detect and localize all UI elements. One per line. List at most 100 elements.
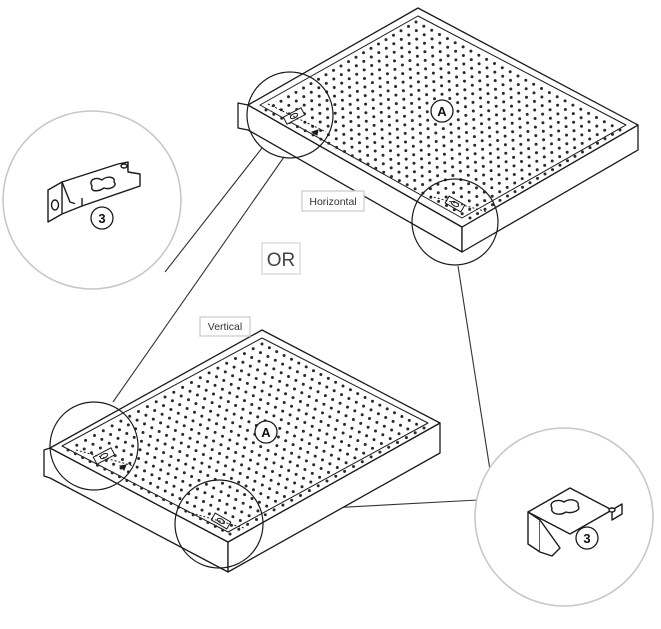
pegboard-hole: [273, 358, 277, 362]
pegboard-hole: [228, 485, 232, 489]
pegboard-hole: [441, 127, 445, 131]
horizontal-label: Horizontal: [309, 196, 356, 208]
pegboard-hole: [482, 182, 486, 185]
pegboard-hole: [595, 133, 599, 137]
pegboard-hole: [370, 64, 374, 67]
pegboard-hole: [175, 467, 179, 471]
pegboard-hole: [388, 123, 391, 127]
pegboard-hole: [374, 158, 377, 162]
pegboard-hole: [280, 116, 284, 120]
pegboard-hole: [137, 457, 141, 460]
pegboard-hole: [396, 136, 400, 140]
pegboard-hole: [382, 424, 386, 428]
pegboard-hole: [388, 437, 392, 441]
pegboard-hole: [213, 383, 217, 387]
pegboard-hole: [387, 106, 391, 110]
pegboard-hole: [335, 145, 339, 149]
pegboard-hole: [348, 388, 352, 392]
pegboard-hole: [493, 62, 496, 65]
pegboard-hole: [348, 102, 352, 106]
pegboard-hole: [518, 125, 522, 129]
pegboard-hole: [282, 354, 286, 357]
pegboard-hole: [315, 399, 318, 402]
pegboard-hole: [380, 136, 384, 140]
pegboard-hole: [455, 84, 459, 87]
pegboard-hole: [405, 174, 409, 178]
pegboard-hole: [449, 122, 453, 126]
pegboard-hole: [549, 133, 553, 137]
pegboard-hole: [517, 108, 521, 112]
pegboard-hole: [156, 438, 160, 442]
pegboard-hole: [151, 417, 155, 421]
pegboard-hole: [304, 365, 308, 369]
pegboard-hole: [256, 509, 260, 513]
pegboard-hole: [458, 152, 462, 156]
pegboard-hole: [241, 360, 245, 364]
pegboard-hole: [373, 132, 376, 136]
pegboard-hole: [191, 513, 195, 517]
pegboard-hole: [300, 485, 304, 489]
pegboard-hole: [465, 131, 468, 134]
pegboard-hole: [356, 439, 360, 443]
pegboard-hole: [249, 505, 252, 509]
pegboard-hole: [496, 147, 500, 151]
pegboard-hole: [431, 54, 435, 58]
pegboard-hole: [434, 122, 437, 126]
pegboard-hole: [334, 128, 338, 132]
pegboard-hole: [447, 79, 451, 83]
pegboard-hole: [394, 85, 398, 88]
pegboard-hole: [411, 144, 415, 148]
pegboard-hole: [439, 58, 443, 62]
pegboard-hole: [340, 393, 343, 397]
panel-inner-frame: [259, 15, 627, 219]
pegboard-hole: [509, 87, 513, 91]
pegboard-hole: [572, 137, 576, 141]
pegboard-hole: [466, 173, 470, 177]
pegboard-hole: [443, 161, 447, 165]
part-label-a: A: [437, 104, 447, 119]
pegboard-hole: [234, 498, 238, 501]
pegboard-hole: [318, 120, 322, 124]
pegboard-hole: [431, 63, 435, 66]
pegboard-hole: [267, 346, 271, 350]
pegboard-hole: [469, 49, 473, 53]
pegboard-hole: [184, 509, 188, 513]
pegboard-hole: [354, 64, 358, 68]
pegboard-hole: [168, 416, 171, 420]
detail-circle-left: 3: [2, 110, 182, 290]
pegboard-hole: [396, 153, 400, 157]
pegboard-hole: [310, 377, 314, 381]
pegboard-hole: [404, 140, 407, 144]
pegboard-hole: [219, 490, 223, 494]
pegboard-hole: [395, 127, 399, 131]
pegboard-hole: [90, 451, 93, 455]
pegboard-hole: [396, 144, 400, 148]
pegboard-hole: [229, 429, 233, 433]
pegboard-hole: [436, 174, 440, 178]
pegboard-hole: [403, 123, 407, 127]
pegboard-hole: [510, 121, 514, 125]
pegboard-hole: [203, 397, 207, 401]
pegboard-hole: [301, 429, 305, 433]
pegboard-hole: [153, 409, 157, 412]
pegboard-hole: [542, 146, 546, 150]
pegboard-hole: [349, 128, 353, 132]
pegboard-hole: [438, 41, 442, 45]
pegboard-hole: [371, 106, 375, 110]
pegboard-hole: [400, 63, 404, 67]
pegboard-hole: [221, 434, 224, 438]
pegboard-hole: [259, 445, 263, 449]
pegboard-hole: [387, 445, 391, 449]
pegboard-holes-horizontal: [264, 20, 622, 220]
pegboard-hole: [221, 481, 224, 485]
pegboard-panel-horizontal: [237, 7, 639, 253]
part-label-a: A: [261, 425, 271, 440]
pegboard-hole: [436, 182, 440, 186]
pegboard-hole: [502, 109, 506, 112]
pegboard-hole: [540, 95, 544, 99]
pegboard-hole: [332, 77, 336, 81]
pegboard-hole: [424, 67, 428, 71]
pegboard-hole: [279, 465, 283, 469]
pegboard-hole: [206, 521, 210, 524]
pegboard-hole: [457, 135, 461, 139]
